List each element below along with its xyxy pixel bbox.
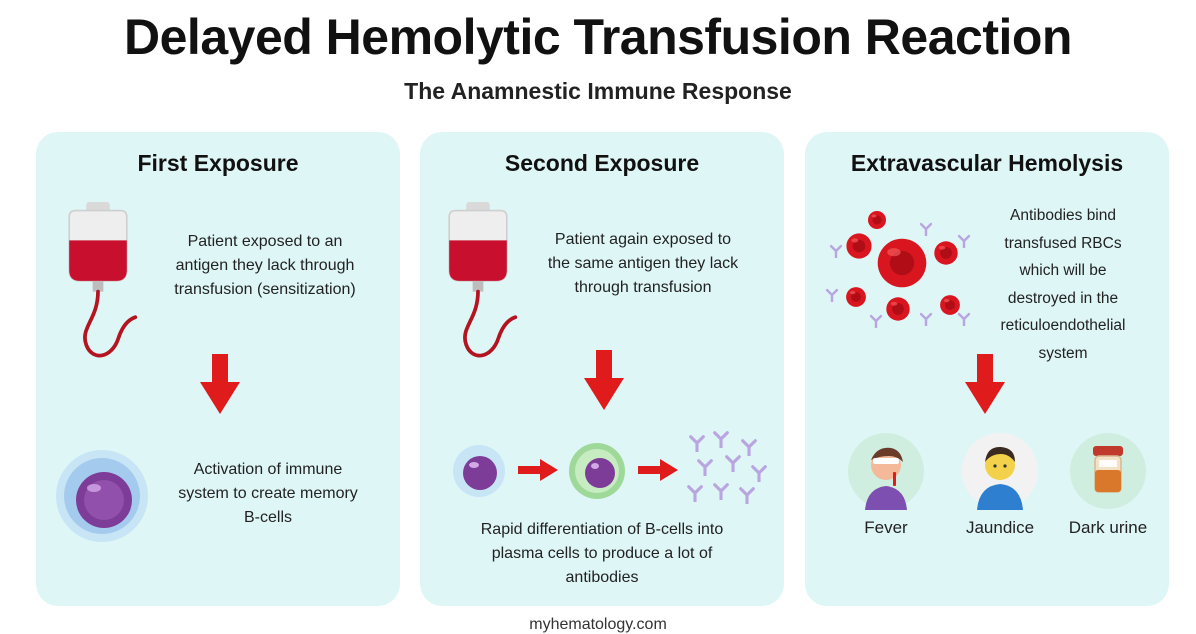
symptom-label: Jaundice bbox=[965, 518, 1035, 537]
blood-bag-icon bbox=[58, 202, 138, 362]
down-arrow-icon bbox=[965, 354, 1005, 414]
source-footer: myhematology.com bbox=[529, 616, 667, 633]
page-subtitle: The Anamnestic Immune Response bbox=[404, 78, 792, 104]
urine-sample-icon bbox=[1070, 433, 1146, 509]
panel-title: First Exposure bbox=[137, 150, 299, 176]
right-arrow-icon bbox=[638, 459, 678, 481]
right-arrow-icon bbox=[518, 459, 558, 481]
blood-bag-icon bbox=[438, 202, 518, 362]
panel-title: Second Exposure bbox=[504, 150, 700, 176]
jaundice-icon bbox=[962, 433, 1038, 510]
second-exposure-panel: Second Exposure Patient again exposed to… bbox=[420, 132, 784, 606]
page-title: Delayed Hemolytic Transfusion Reaction bbox=[124, 9, 1072, 65]
antibody-icon bbox=[687, 431, 767, 504]
down-arrow-icon bbox=[200, 354, 240, 414]
step-text: Patient exposed to an antigen they lack … bbox=[174, 233, 356, 298]
symptom-label: Fever bbox=[864, 518, 908, 537]
red-blood-cell-icon bbox=[825, 211, 971, 328]
first-exposure-panel: First Exposure Patient exposed to an ant… bbox=[36, 132, 400, 606]
step-text: Rapid differentiation of B-cells into pl… bbox=[480, 521, 724, 586]
step-text: Antibodies bind transfused RBCs which wi… bbox=[1000, 207, 1126, 362]
step-text: Patient again exposed to the same antige… bbox=[547, 231, 739, 296]
step-text: Activation of immune system to create me… bbox=[178, 461, 358, 526]
plasma-cell-icon bbox=[569, 443, 625, 499]
symptom-label: Dark urine bbox=[1068, 518, 1148, 537]
down-arrow-icon bbox=[584, 350, 624, 410]
extravascular-hemolysis-panel: Extravascular Hemolysis Antibodies bind … bbox=[805, 132, 1169, 606]
panel-title: Extravascular Hemolysis bbox=[850, 150, 1124, 176]
b-cell-icon bbox=[453, 445, 505, 497]
b-cell-icon bbox=[56, 450, 148, 542]
fever-icon bbox=[848, 433, 924, 510]
